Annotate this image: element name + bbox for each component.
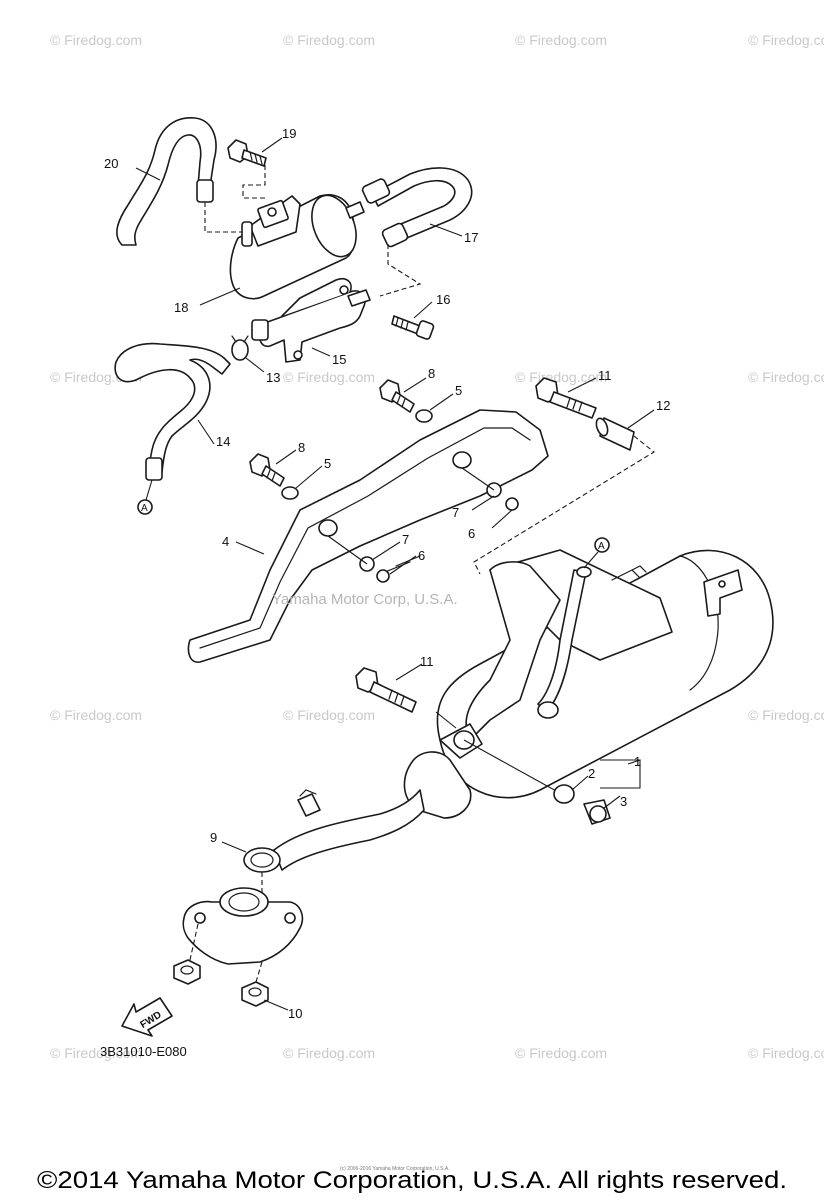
watermark: © Firedog.com	[283, 32, 375, 48]
watermark: © Firedog.com	[50, 32, 142, 48]
watermark: © Firedog.com	[748, 1045, 824, 1061]
callout-11b: 11	[420, 654, 434, 669]
watermark: © Firedog.com	[748, 32, 824, 48]
callout-15: 15	[332, 352, 346, 367]
damper-part-2	[553, 784, 575, 804]
callout-7b: 7	[402, 532, 409, 547]
center-watermark: Yamaha Motor Corp, U.S.A.	[272, 591, 458, 608]
bolt-part-16	[391, 315, 435, 340]
bracket-part-15	[251, 277, 371, 363]
callout-8b: 8	[298, 440, 305, 455]
canister-part-18	[229, 194, 365, 300]
svg-text:A: A	[141, 503, 148, 514]
collar-part-12	[595, 417, 635, 451]
watermark-grid: © Firedog.com © Firedog.com © Firedog.co…	[50, 32, 824, 1061]
leader-lines	[135, 137, 655, 1011]
callout-3: 3	[620, 794, 627, 809]
watermark: © Firedog.com	[515, 32, 607, 48]
watermark: © Firedog.com	[283, 1045, 375, 1061]
copyright-footer: ©2014 Yamaha Motor Corporation, U.S.A. A…	[37, 1167, 787, 1194]
callout-6a: 6	[468, 526, 475, 541]
callout-numbers: 20 19 18 17 16 15 13 14 8 5 8 5 11 12 4 …	[104, 126, 670, 1021]
hose-part-17	[361, 167, 473, 248]
reference-marker-a: A	[137, 499, 153, 515]
callout-2: 2	[588, 766, 595, 781]
bolt-part-11	[535, 377, 597, 419]
callout-11a: 11	[598, 368, 612, 383]
callout-8a: 8	[428, 366, 435, 381]
diagram-code: 3B31010-E080	[100, 1044, 187, 1059]
screw-part-19	[227, 139, 267, 167]
nut-part-10	[173, 959, 201, 985]
gasket-part-9	[243, 847, 281, 873]
bolt-part-11	[355, 667, 417, 713]
callout-16: 16	[436, 292, 450, 307]
fwd-direction-arrow: FWD	[121, 997, 173, 1037]
bolt-part-8	[379, 379, 415, 413]
exhaust-flange	[182, 887, 304, 965]
callout-7a: 7	[452, 505, 459, 520]
watermark: © Firedog.com	[283, 369, 375, 385]
callout-17: 17	[464, 230, 478, 245]
callout-4: 4	[222, 534, 229, 549]
washer-part-5	[415, 409, 433, 423]
callout-12: 12	[656, 398, 670, 413]
callout-20: 20	[104, 156, 118, 171]
clamp-part-13	[231, 335, 249, 361]
hose-part-20	[116, 117, 217, 246]
watermark: © Firedog.com	[515, 1045, 607, 1061]
callout-19: 19	[282, 126, 296, 141]
watermark: © Firedog.com	[50, 1045, 142, 1061]
callout-5b: 5	[324, 456, 331, 471]
reference-marker-a: A	[594, 537, 610, 553]
watermark: © Firedog.com	[50, 707, 142, 723]
collar-part-6	[376, 569, 390, 583]
callout-5a: 5	[455, 383, 462, 398]
callout-1: 1	[634, 754, 641, 769]
washer-part-5	[281, 486, 299, 500]
watermark: © Firedog.com	[748, 707, 824, 723]
callout-14: 14	[216, 434, 230, 449]
nut-part-10	[241, 981, 269, 1007]
watermark: © Firedog.com	[283, 707, 375, 723]
callout-6b: 6	[418, 548, 425, 563]
svg-text:A: A	[598, 541, 605, 552]
bolt-part-8	[249, 453, 285, 487]
muffler-part-1	[273, 549, 774, 871]
watermark: © Firedog.com	[748, 369, 824, 385]
collar-part-3	[583, 799, 611, 825]
callout-18: 18	[174, 300, 188, 315]
watermark: © Firedog.com	[515, 369, 607, 385]
heat-shield-part-4	[187, 409, 549, 663]
hose-part-14	[114, 342, 231, 481]
collar-part-6	[505, 497, 519, 511]
fine-print: (c) 2006-2016 Yamaha Motor Corporation, …	[340, 1166, 450, 1172]
callout-13: 13	[266, 370, 280, 385]
callout-10: 10	[288, 1006, 302, 1021]
callout-9: 9	[210, 830, 217, 845]
